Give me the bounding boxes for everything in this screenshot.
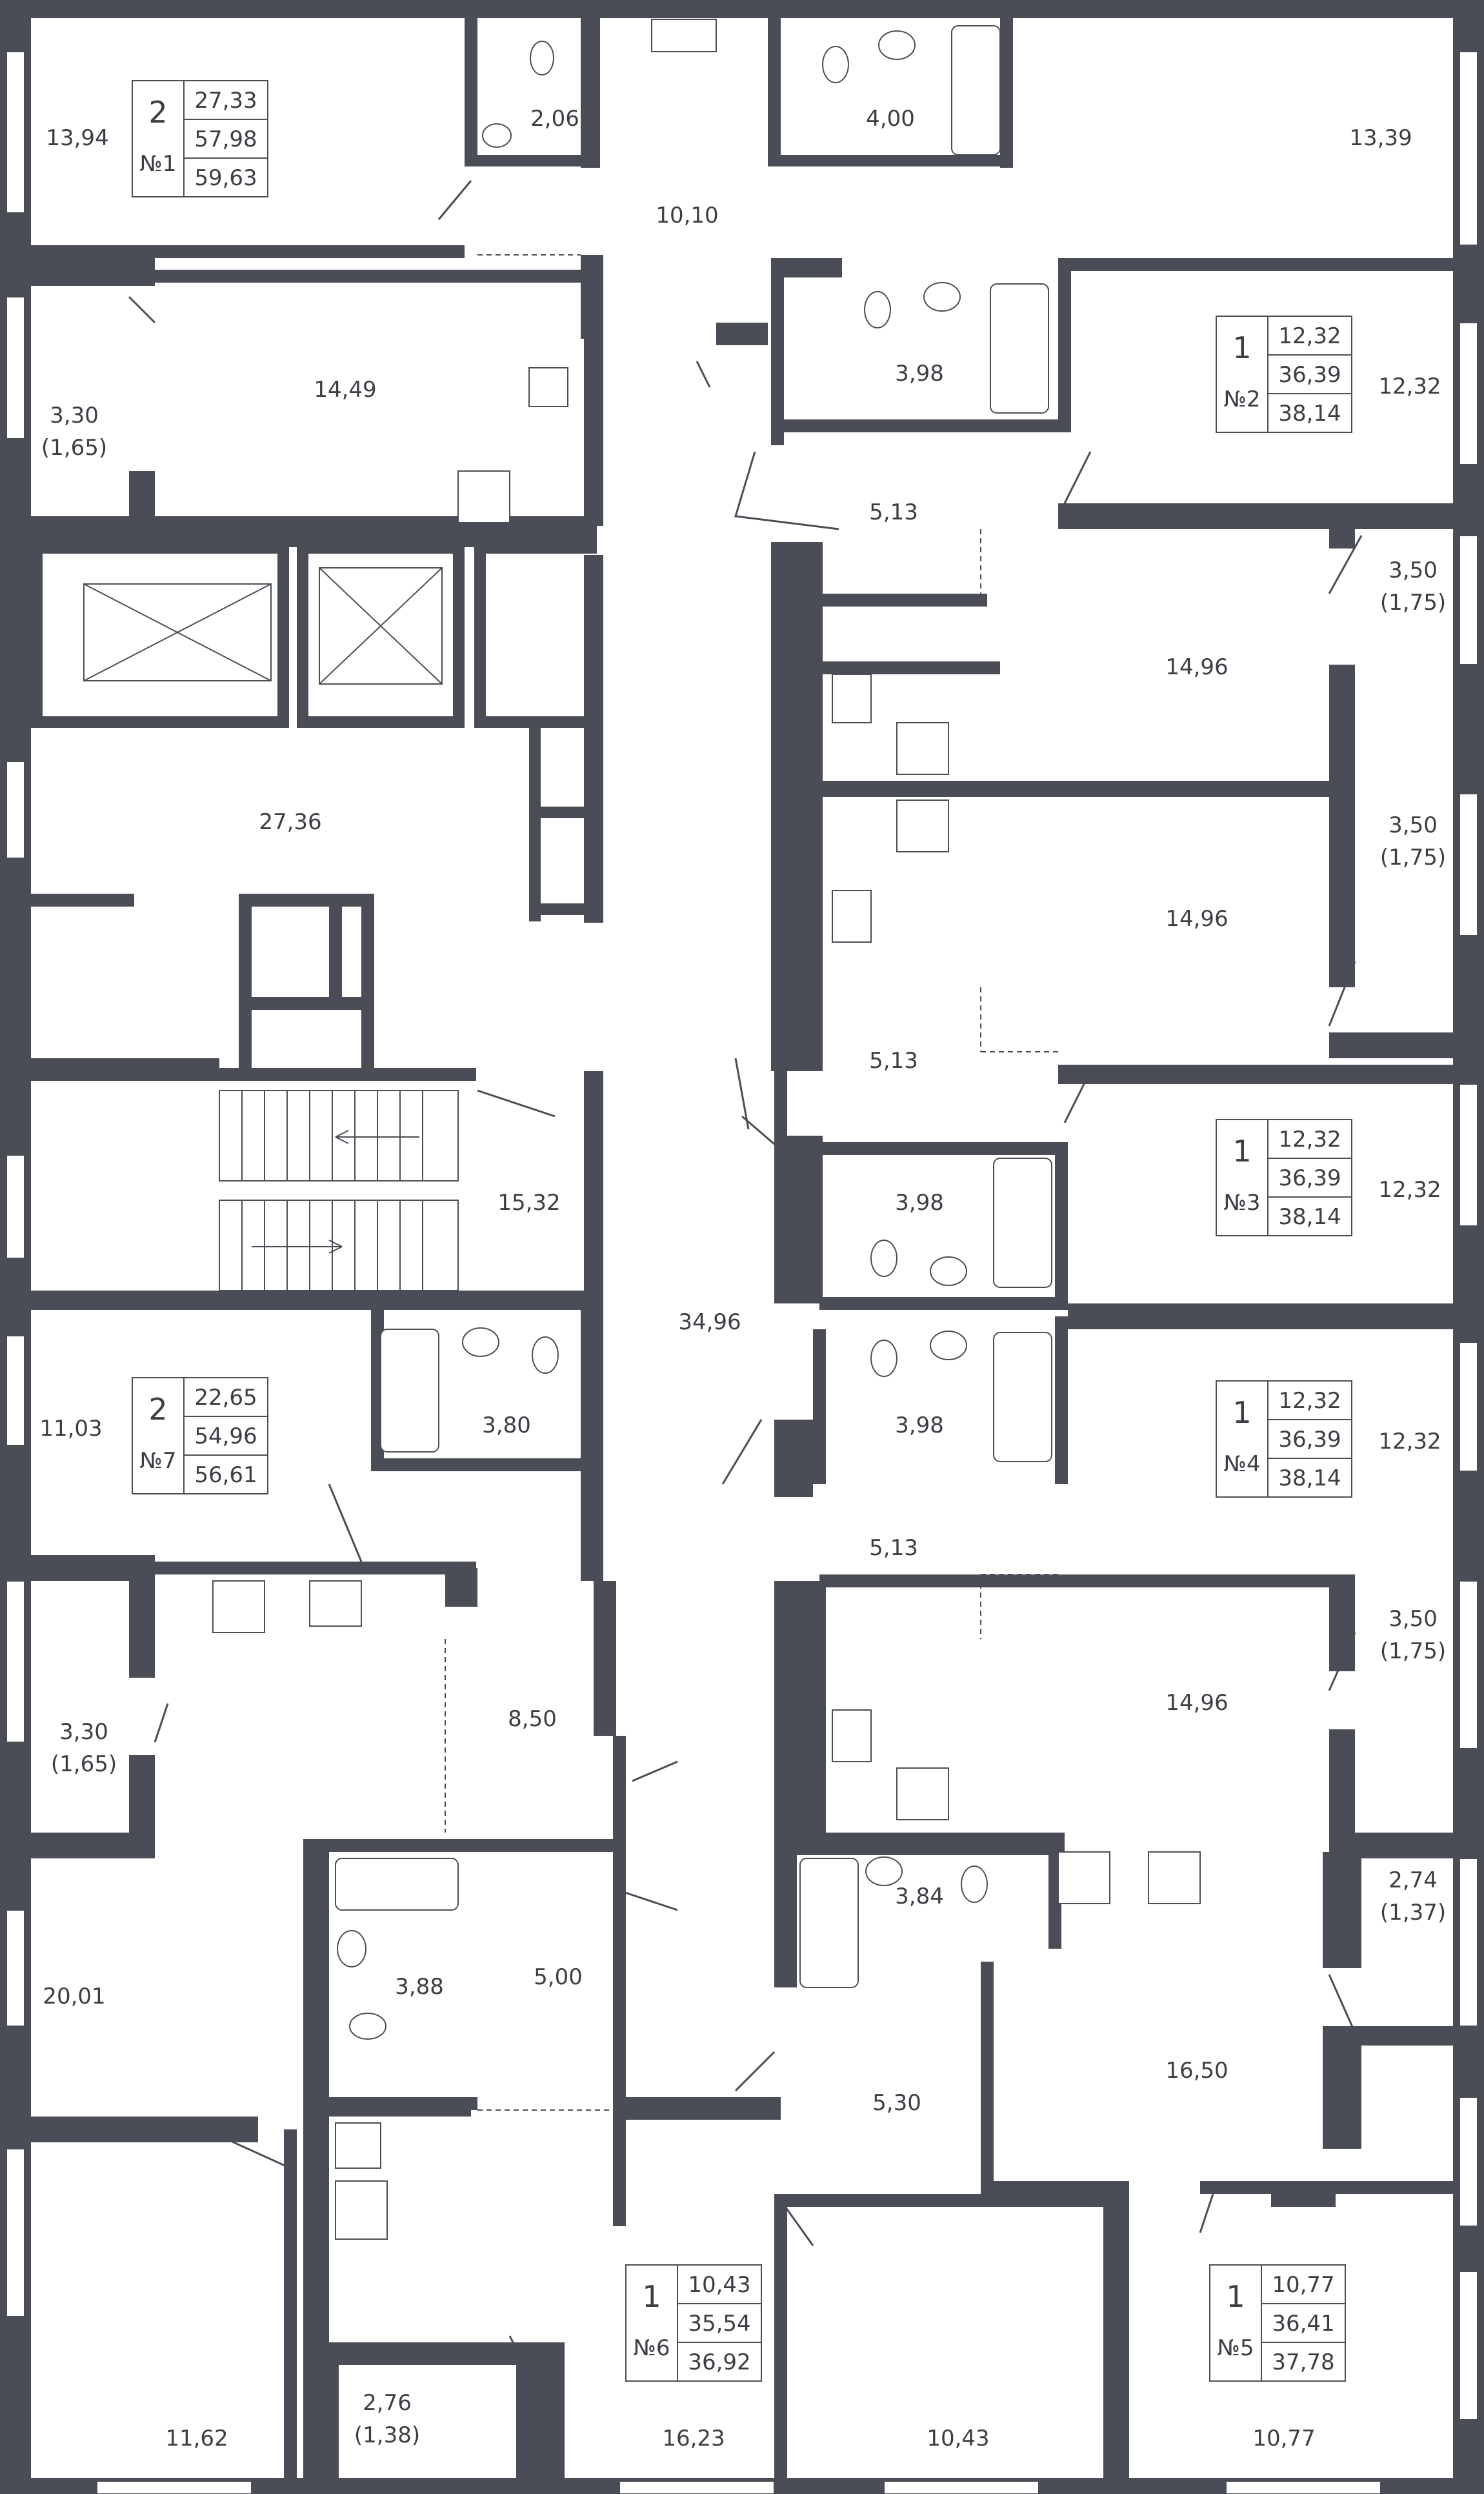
apartment-total-area: 36,41 — [1272, 2311, 1334, 2337]
apartment-tag: 1 №4 12,32 36,39 38,14 — [1216, 1380, 1352, 1498]
apartment-living-area: 10,77 — [1272, 2272, 1334, 2298]
room-area: 3,50 — [1389, 1606, 1438, 1632]
apartment-gross-area: 37,78 — [1272, 2349, 1334, 2375]
apartment-gross-area: 38,14 — [1278, 1465, 1341, 1491]
room-area: 3,30 — [59, 1719, 108, 1745]
room-area: 3,98 — [895, 1413, 944, 1438]
apartment-gross-area: 38,14 — [1278, 1204, 1341, 1230]
room-area: 3,98 — [895, 1190, 944, 1216]
room-area: 3,30 — [50, 403, 99, 428]
apartment-room-count: 2 — [148, 1392, 167, 1427]
room-area: (1,75) — [1380, 845, 1446, 870]
room-area: 14,96 — [1165, 1690, 1228, 1716]
apartment-total-area: 36,39 — [1278, 1165, 1341, 1191]
room-area: (1,65) — [41, 435, 107, 461]
apartment-number: №1 — [140, 151, 177, 177]
apartment-room-count: 2 — [148, 95, 167, 130]
apartment-tag: 2 №7 22,65 54,96 56,61 — [132, 1377, 268, 1494]
room-area: (1,75) — [1380, 590, 1446, 616]
room-area: 16,23 — [662, 2426, 725, 2451]
room-area: 5,13 — [869, 1048, 918, 1074]
room-area: 2,06 — [530, 106, 579, 132]
apartment-room-count: 1 — [1232, 1134, 1251, 1169]
apartment-living-area: 12,32 — [1278, 1127, 1341, 1152]
lift-shafts — [83, 567, 443, 685]
room-area: 10,77 — [1252, 2426, 1315, 2451]
room-area: 10,10 — [656, 203, 718, 228]
fixtures — [212, 25, 1201, 2240]
apartment-total-area: 57,98 — [194, 126, 257, 152]
apartment-living-area: 12,32 — [1278, 1388, 1341, 1414]
room-area: 5,13 — [869, 499, 918, 525]
room-area: 13,94 — [46, 125, 108, 151]
apartment-living-area: 27,33 — [194, 88, 257, 114]
room-area: 16,50 — [1165, 2058, 1228, 2084]
room-area: 15,32 — [497, 1190, 560, 1216]
room-area: 14,96 — [1165, 654, 1228, 680]
apartment-tag: 1 №3 12,32 36,39 38,14 — [1216, 1119, 1352, 1236]
apartment-living-area: 22,65 — [194, 1385, 257, 1411]
room-area: 11,03 — [39, 1416, 102, 1442]
room-labels: 13,94 2,06 4,00 13,39 10,10 14,49 3,30 (… — [39, 106, 1446, 2451]
room-area: 13,39 — [1349, 125, 1412, 151]
apartment-number: №7 — [140, 1448, 177, 1474]
room-area: 20,01 — [43, 1984, 105, 2009]
door-swings — [128, 180, 1363, 2362]
apartment-number: №3 — [1224, 1190, 1261, 1216]
apartment-gross-area: 56,61 — [194, 1462, 257, 1488]
apartment-total-area: 36,39 — [1278, 1427, 1341, 1453]
room-area: (1,75) — [1380, 1638, 1446, 1664]
room-area: 12,32 — [1378, 374, 1441, 399]
apartment-number: №6 — [634, 2335, 670, 2361]
apartment-total-area: 35,54 — [688, 2311, 750, 2337]
room-area: 12,32 — [1378, 1429, 1441, 1454]
room-area: 3,84 — [895, 1884, 944, 1909]
apartment-gross-area: 36,92 — [688, 2349, 750, 2375]
room-area: 2,74 — [1389, 1867, 1438, 1893]
room-area: 3,50 — [1389, 812, 1438, 838]
room-area: 3,88 — [395, 1974, 444, 2000]
apartment-gross-area: 38,14 — [1278, 401, 1341, 427]
room-area: 3,80 — [482, 1413, 531, 1438]
room-area: (1,38) — [354, 2422, 420, 2448]
apartment-tag: 1 №5 10,77 36,41 37,78 — [1209, 2264, 1346, 2382]
windows — [6, 19, 1478, 2494]
room-area: 12,32 — [1378, 1177, 1441, 1203]
apartment-tag: 2 №1 27,33 57,98 59,63 — [132, 80, 268, 197]
apartment-living-area: 10,43 — [688, 2272, 750, 2298]
interior-walls — [0, 13, 1453, 2494]
apartment-room-count: 1 — [642, 2279, 661, 2314]
room-area: 10,43 — [927, 2426, 989, 2451]
room-area: 14,49 — [314, 377, 376, 403]
room-area: 5,13 — [869, 1535, 918, 1561]
apartment-tag: 1 №2 12,32 36,39 38,14 — [1216, 316, 1352, 433]
apartment-gross-area: 59,63 — [194, 165, 257, 191]
apartment-room-count: 1 — [1232, 1395, 1251, 1430]
room-area: 4,00 — [866, 106, 915, 132]
room-area: 3,98 — [895, 361, 944, 387]
room-area: 8,50 — [508, 1706, 557, 1732]
apartment-total-area: 36,39 — [1278, 362, 1341, 388]
room-area: 3,50 — [1389, 558, 1438, 583]
apartment-number: №2 — [1224, 387, 1261, 412]
apartment-tag: 1 №6 10,43 35,54 36,92 — [625, 2264, 762, 2382]
room-dividers-dashed — [445, 254, 1058, 2111]
room-area: 5,00 — [534, 1964, 583, 1990]
stairs — [219, 1090, 459, 1291]
apartment-number: №4 — [1224, 1451, 1261, 1477]
room-area: 11,62 — [165, 2426, 228, 2451]
room-area: 27,36 — [259, 809, 321, 835]
room-area: 14,96 — [1165, 906, 1228, 932]
room-area: 2,76 — [363, 2390, 412, 2416]
room-area: 5,30 — [872, 2090, 921, 2116]
apartment-room-count: 1 — [1226, 2279, 1245, 2314]
apartment-living-area: 12,32 — [1278, 323, 1341, 349]
apartment-total-area: 54,96 — [194, 1423, 257, 1449]
room-area: (1,37) — [1380, 1900, 1446, 1926]
apartment-number: №5 — [1218, 2335, 1254, 2361]
room-area: (1,65) — [51, 1751, 117, 1777]
room-area: 34,96 — [678, 1309, 741, 1335]
apartment-room-count: 1 — [1232, 330, 1251, 365]
